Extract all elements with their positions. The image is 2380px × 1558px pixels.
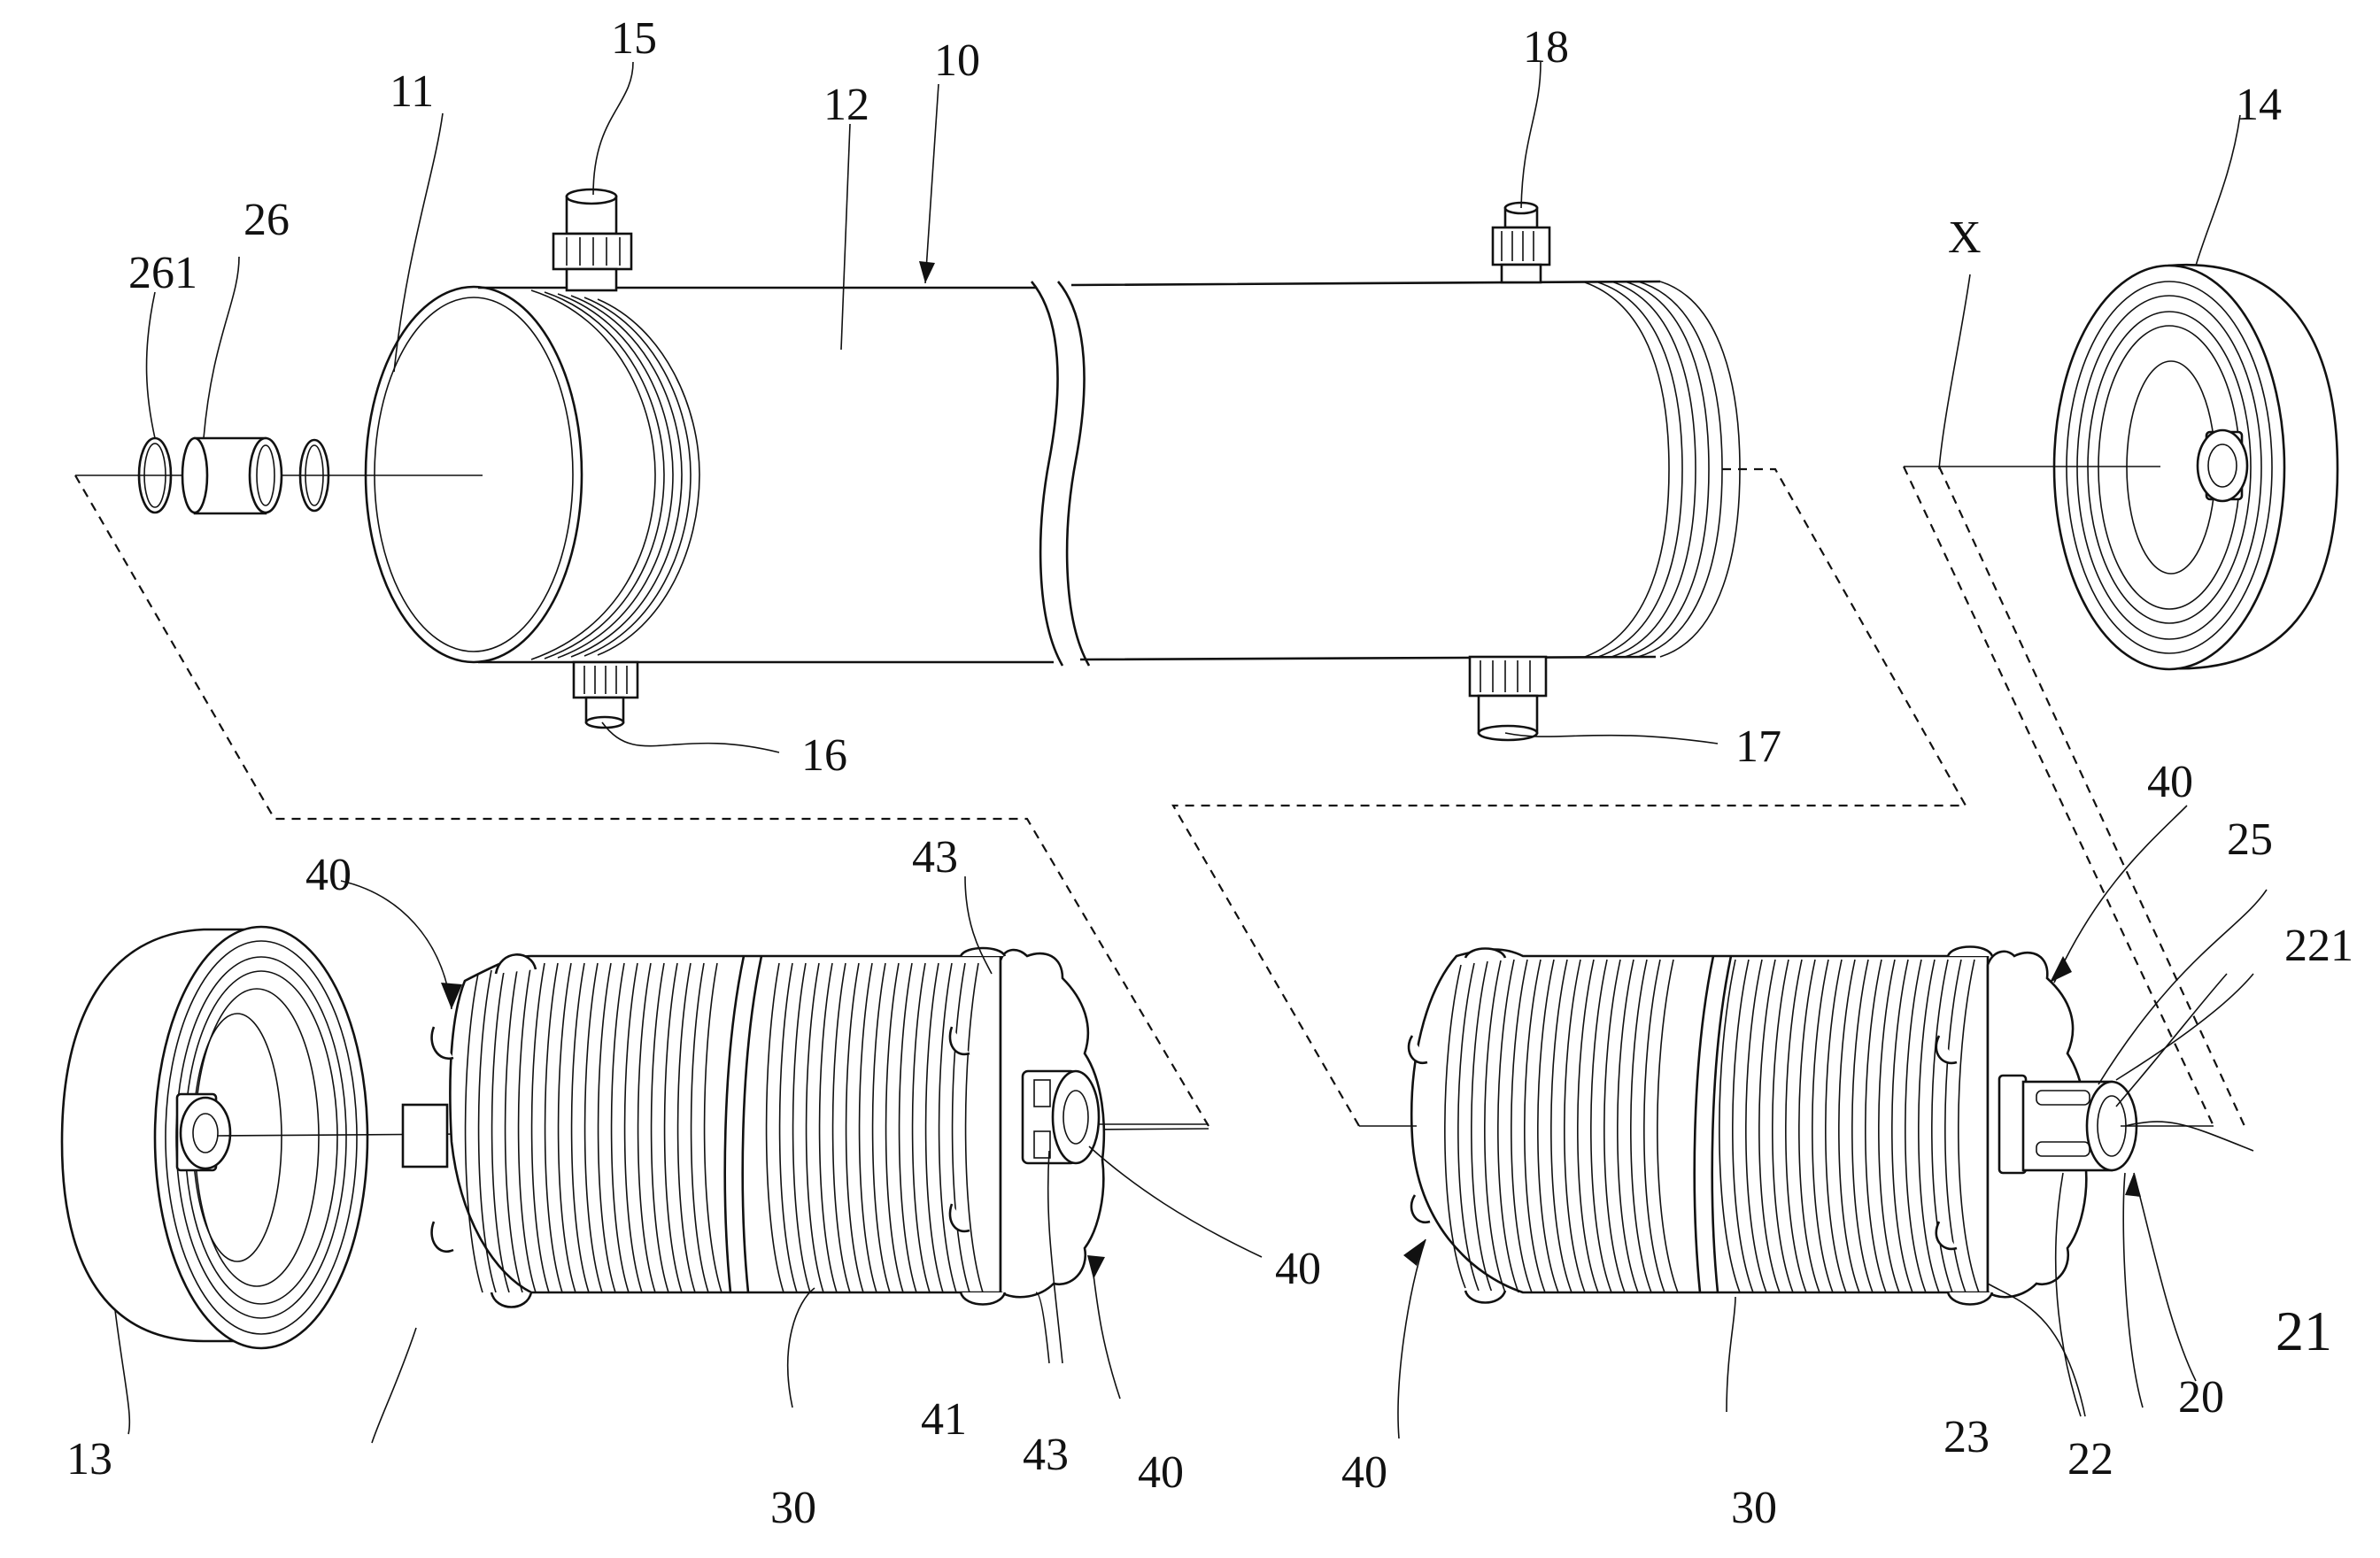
label-40-a: 40 xyxy=(305,850,352,900)
label-43: 43 xyxy=(1023,1430,1069,1480)
pressure-vessel xyxy=(75,188,1741,742)
label-18: 18 xyxy=(1523,22,1569,73)
label-221: 22 xyxy=(2067,1434,2113,1485)
label-40-b: 40 xyxy=(2147,757,2193,807)
o-ring-261-second xyxy=(298,438,330,513)
label-17: 17 xyxy=(1735,721,1781,772)
label-14: 14 xyxy=(2236,80,2282,130)
adapter-26 xyxy=(137,436,330,515)
vessel-right-threads xyxy=(1584,281,1741,658)
reference-labels: 15 10 12 11 26 261 18 14 X 16 17 40 43 4… xyxy=(66,13,2353,1533)
reference-labels-40: 40 41 40 xyxy=(1138,1447,1387,1498)
label-41: 41 xyxy=(921,1394,967,1445)
label-16: 16 xyxy=(801,730,847,781)
port-18 xyxy=(1491,201,1551,284)
label-30-right: 30 xyxy=(1731,1483,1777,1533)
label-30-left: 30 xyxy=(770,1483,816,1533)
label-12: 12 xyxy=(823,80,869,130)
label-40-center: 40 xyxy=(1138,1447,1184,1498)
label-261: 261 xyxy=(128,248,197,298)
label-15: 15 xyxy=(611,13,657,64)
label-40-lower: 40 xyxy=(1341,1447,1387,1498)
membrane-right-windings xyxy=(1444,959,1980,1293)
label-25: 25 xyxy=(2227,814,2273,865)
end-cap-14 xyxy=(1904,263,2339,671)
vessel-left-threads xyxy=(530,289,700,660)
port-15 xyxy=(552,188,633,292)
vessel-left-opening xyxy=(364,285,583,664)
label-21: 21 xyxy=(2276,1300,2332,1362)
label-22: 221 xyxy=(2284,921,2353,971)
membrane-left-windings xyxy=(464,962,984,1293)
label-24: 40 xyxy=(1275,1244,1321,1294)
alignment-lines xyxy=(74,466,2245,1127)
membrane-element-left xyxy=(401,946,1209,1308)
port-16 xyxy=(572,660,639,729)
label-x: X xyxy=(1948,212,1982,263)
label-26: 26 xyxy=(243,195,290,245)
label-20: 20 xyxy=(2178,1372,2224,1423)
end-cap-13 xyxy=(60,925,1209,1350)
leader-arrowheads xyxy=(441,261,2141,1279)
label-42: 43 xyxy=(912,832,958,883)
port-17 xyxy=(1468,655,1548,742)
label-11: 11 xyxy=(390,66,434,117)
label-13: 13 xyxy=(66,1434,112,1485)
label-23: 23 xyxy=(1943,1412,1990,1462)
membrane-element-right xyxy=(1359,945,2214,1306)
label-10: 10 xyxy=(934,35,980,86)
